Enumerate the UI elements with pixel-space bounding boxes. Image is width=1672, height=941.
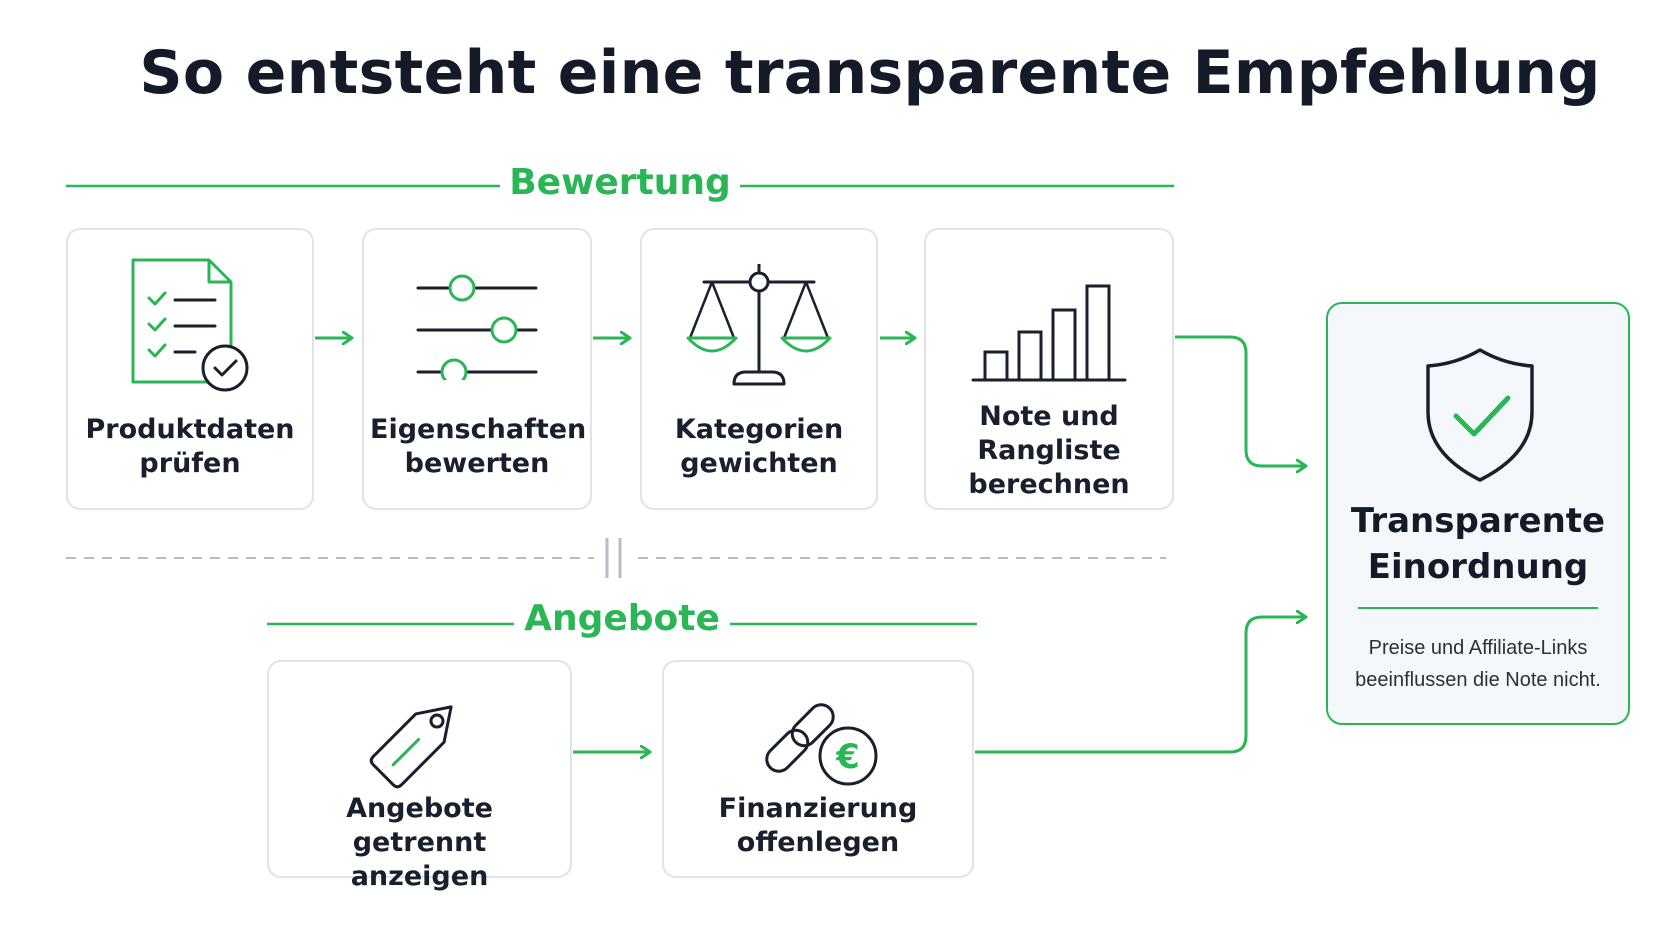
price-tag-icon	[369, 705, 453, 789]
arrow-step4-result	[1175, 335, 1306, 466]
step-label: Note und Rangliste berechnen	[968, 401, 1130, 500]
offer-label: Angebote getrennt anzeigen	[346, 793, 493, 892]
step-label: Produktdaten prüfen	[85, 414, 295, 479]
result-divider	[1358, 607, 1598, 609]
checklist-document-icon	[131, 258, 249, 392]
step-label: Eigenschaften bewerten	[370, 414, 587, 479]
bar-chart-icon	[971, 284, 1127, 382]
step-card-eigenschaften: Eigenschaften bewerten	[362, 228, 592, 510]
section-label-bewertung: Bewertung	[509, 162, 731, 203]
result-note: Preise und Affiliate-Links beeinflussen …	[1355, 637, 1601, 691]
link-euro-icon: €	[765, 703, 878, 786]
offer-card-angebote: Angebote getrennt anzeigen	[267, 660, 572, 892]
step-card-kategorien: Kategorien gewichten	[640, 228, 878, 510]
step-card-produktdaten: Produktdaten prüfen	[66, 228, 314, 510]
section-label-angebote: Angebote	[524, 598, 720, 639]
step-label: Kategorien gewichten	[674, 414, 844, 479]
sliders-icon	[416, 274, 538, 380]
svg-text:€: €	[835, 737, 860, 777]
step-card-note: Note und Rangliste berechnen	[924, 228, 1174, 510]
offer-card-finanzierung: € Finanzierung offenlegen	[662, 660, 974, 878]
result-title: Transparente Einordnung	[1350, 501, 1606, 587]
shield-check-icon	[1426, 348, 1534, 482]
offer-label: Finanzierung offenlegen	[718, 793, 918, 858]
balance-scale-icon	[686, 264, 832, 386]
result-card: Transparente Einordnung Preise und Affil…	[1326, 302, 1630, 725]
page-title: So entsteht eine transparente Empfehlung	[139, 38, 1601, 108]
arrow-offer2-result	[975, 617, 1306, 754]
